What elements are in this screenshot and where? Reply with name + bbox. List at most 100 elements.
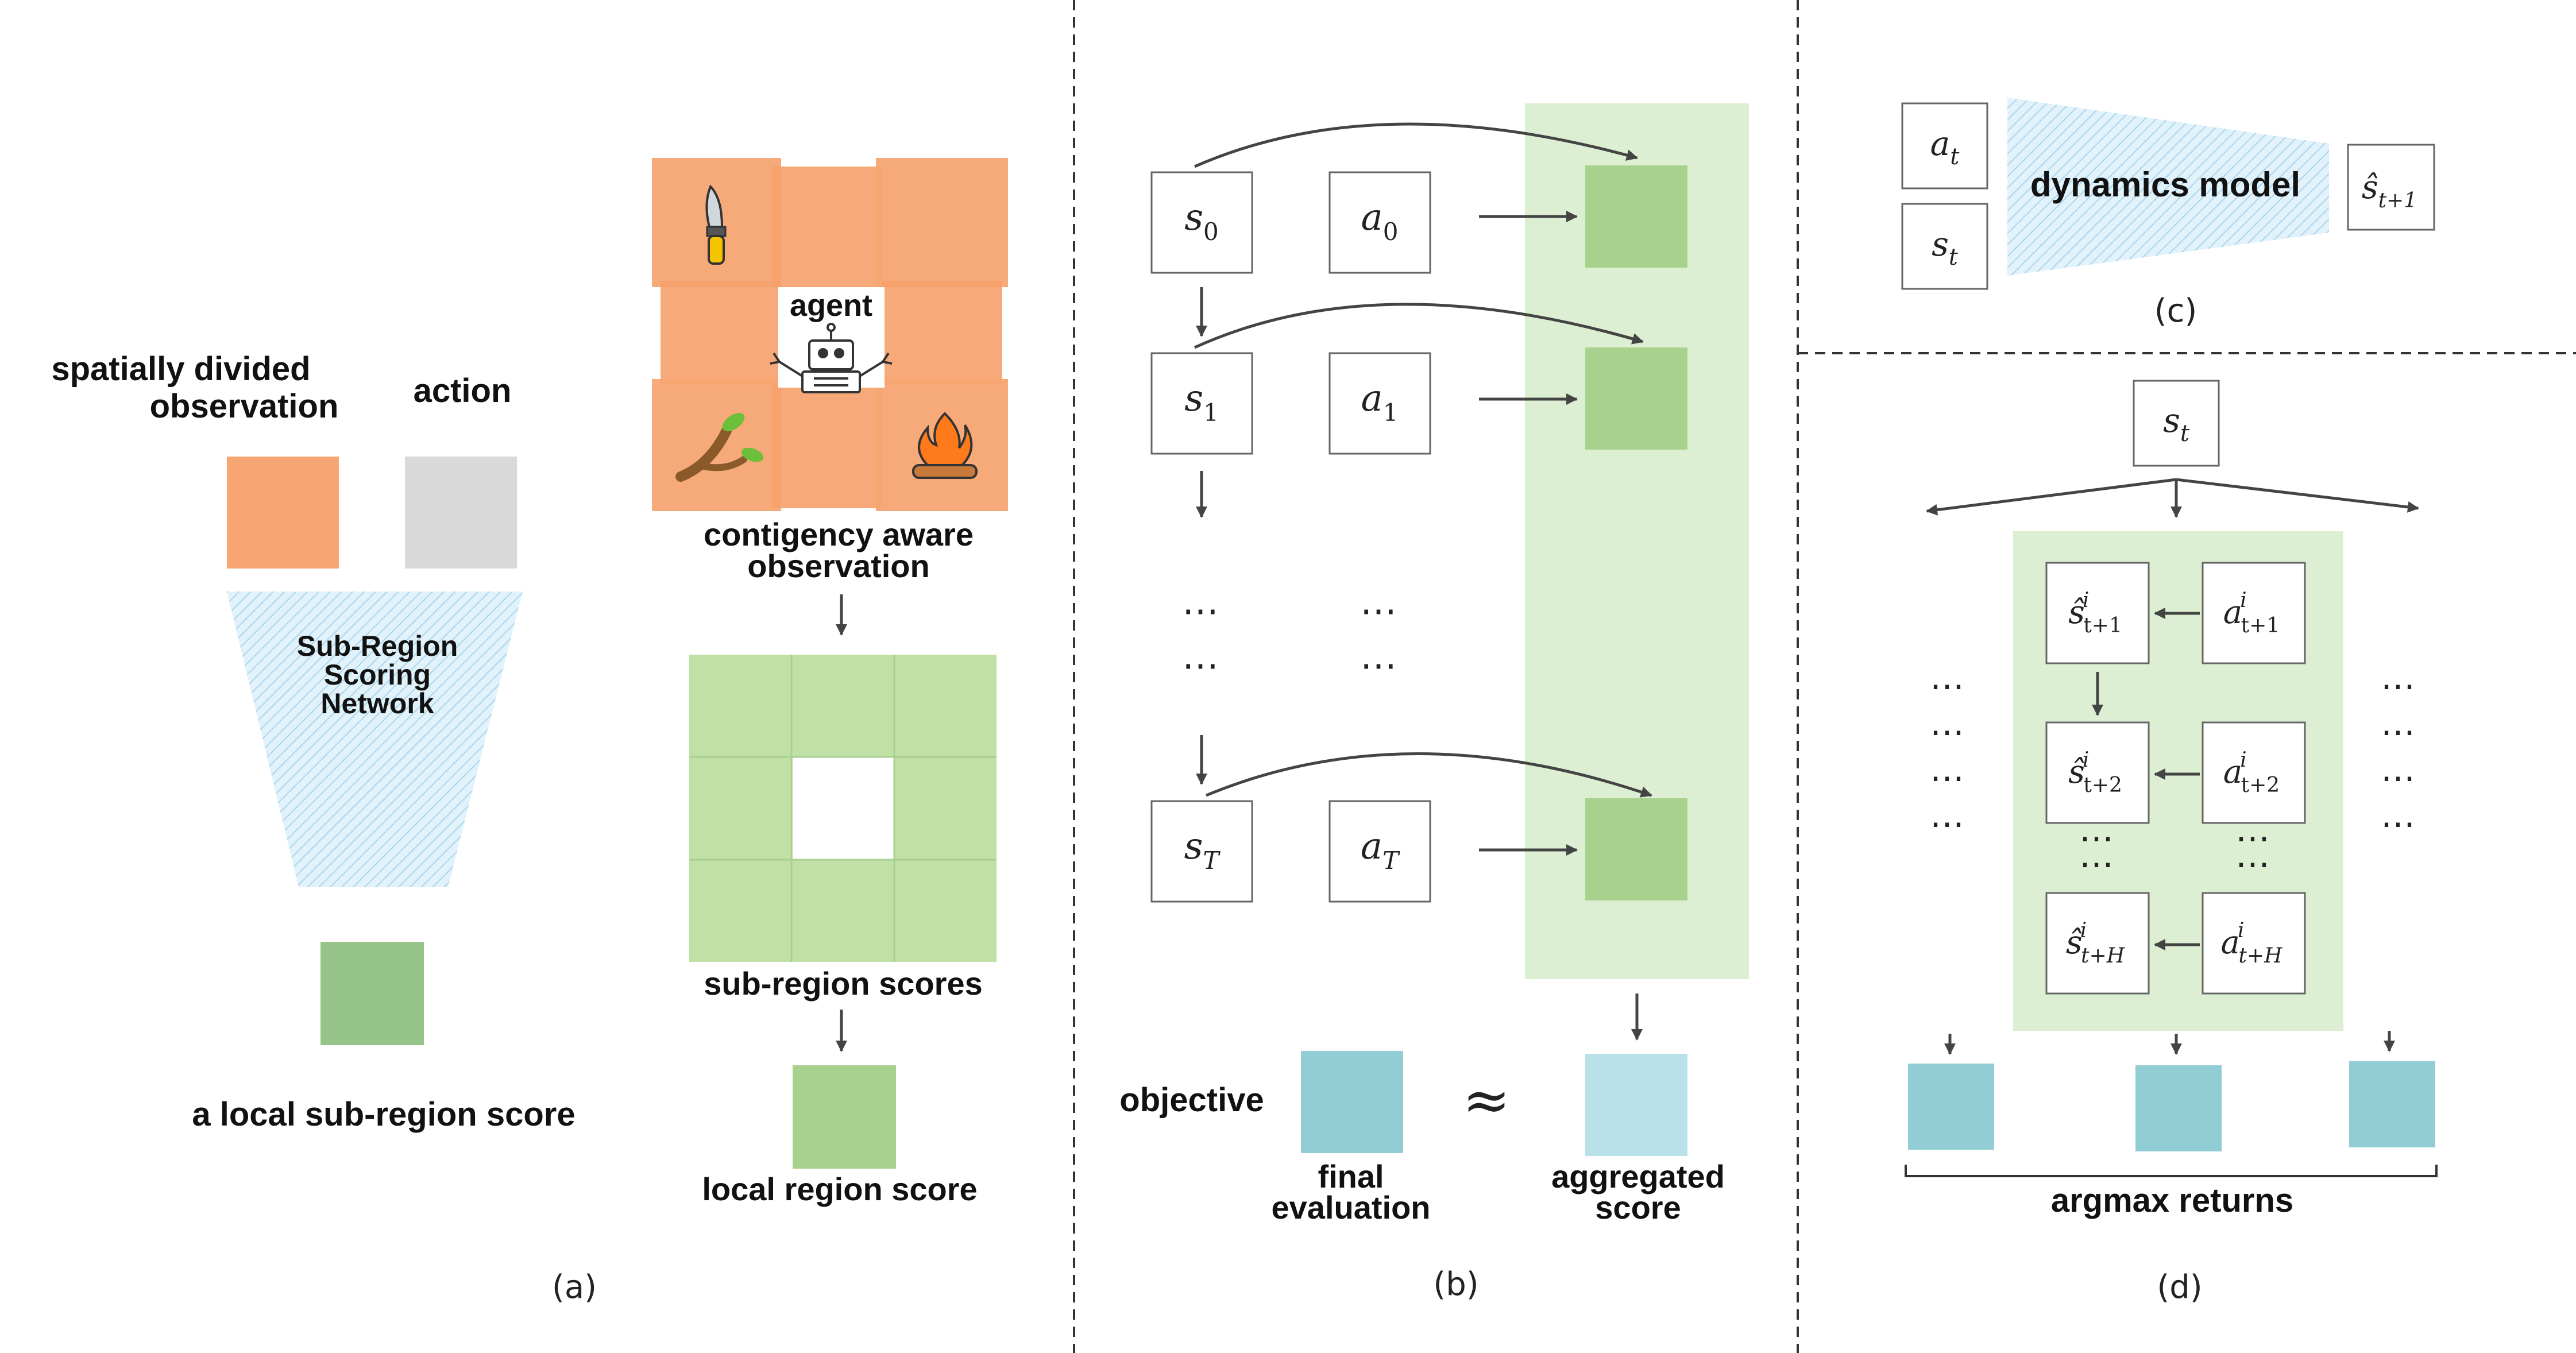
caption-c: (c) xyxy=(2154,292,2197,330)
input-state-label: st xyxy=(1932,225,1959,270)
action-label-0: a0 xyxy=(1361,196,1399,246)
panel-b: s0 a0 s1 a1 ⋯ ⋯ ⋯ ⋯ sT aT objective xyxy=(1119,103,1749,1303)
local-region-label: local region score xyxy=(702,1171,977,1207)
score-square-T xyxy=(1585,798,1687,900)
objective-label: objective xyxy=(1119,1081,1264,1119)
dynamics-model-trapezoid xyxy=(2007,98,2329,276)
panel-c: at st dynamics model ŝt+1 (c) xyxy=(1901,98,2435,330)
score-square-0 xyxy=(1585,165,1687,268)
rollout-state-box-2 xyxy=(2045,721,2150,824)
action-box-T xyxy=(1328,800,1431,903)
knife-icon xyxy=(705,184,727,265)
network-label-line2: Scoring xyxy=(324,659,431,691)
contingency-label-line2: observation xyxy=(747,548,929,584)
action-box-0 xyxy=(1328,171,1431,274)
return-square-right xyxy=(2349,1061,2435,1147)
return-square-center xyxy=(2135,1065,2222,1151)
argmax-label: argmax returns xyxy=(2051,1182,2293,1219)
root-state-label: st xyxy=(2163,401,2190,447)
argmax-bracket xyxy=(1905,1165,2438,1177)
action-label-T: aT xyxy=(1361,825,1400,875)
state-box-0 xyxy=(1150,171,1253,274)
right-ellipsis-1: ⋯ xyxy=(2381,666,2415,706)
final-evaluation-line2: evaluation xyxy=(1272,1189,1431,1226)
action-square xyxy=(405,457,517,569)
input-state-box xyxy=(1901,203,1988,290)
root-state-box xyxy=(2133,380,2220,467)
contingency-grid xyxy=(652,158,1008,511)
subregion-score-grid xyxy=(689,655,997,962)
local-score-label: a local sub-region score xyxy=(192,1096,575,1133)
state-label-0: s0 xyxy=(1184,196,1219,246)
score-square-1 xyxy=(1585,347,1687,450)
rollout-action-box-2 xyxy=(2202,721,2306,824)
observation-label-line1: spatially divided xyxy=(51,350,310,388)
left-ellipsis-4: ⋯ xyxy=(1930,804,1964,844)
right-ellipsis-2: ⋯ xyxy=(2381,712,2415,752)
branch-right-arrow xyxy=(2176,478,2419,513)
final-evaluation-square xyxy=(1301,1051,1403,1153)
state-label-1: s1 xyxy=(1184,377,1219,427)
network-label-line3: Network xyxy=(320,687,434,720)
rollout-ellipsis-action-1: ⋯ xyxy=(2235,818,2270,859)
branch-icon xyxy=(675,413,764,482)
action-label-1: a1 xyxy=(1361,377,1399,427)
dynamics-model-label: dynamics model xyxy=(2030,165,2300,204)
aggregated-score-square xyxy=(1585,1054,1687,1156)
right-ellipsis-4: ⋯ xyxy=(2381,804,2415,844)
campfire-icon xyxy=(912,412,978,479)
return-square-left xyxy=(1908,1064,1994,1150)
observation-label-line2: observation xyxy=(150,388,339,425)
input-action-label: at xyxy=(1930,124,1960,170)
final-evaluation-line1: final xyxy=(1318,1158,1384,1194)
subregion-scores-label: sub-region scores xyxy=(704,965,982,1002)
contingency-label-line1: contigency aware xyxy=(704,516,974,552)
network-label-line1: Sub-Region xyxy=(297,630,458,662)
caption-a: (a) xyxy=(552,1269,597,1306)
output-state-label: ŝt+1 xyxy=(2362,169,2417,212)
state-label-T: sT xyxy=(1184,825,1221,875)
ellipsis-action-1: ⋯ xyxy=(1360,590,1397,632)
left-ellipsis-column: ⋯ ⋯ ⋯ ⋯ xyxy=(1930,666,1964,844)
output-state-box xyxy=(2347,144,2435,231)
right-ellipsis-3: ⋯ xyxy=(2381,758,2415,798)
local-region-square xyxy=(793,1065,896,1169)
state-box-T xyxy=(1150,800,1253,903)
observation-square xyxy=(227,457,339,569)
rollout-action-box-H xyxy=(2202,892,2306,995)
caption-b: (b) xyxy=(1433,1266,1478,1303)
ellipsis-state-2: ⋯ xyxy=(1182,644,1219,687)
scoring-network-trapezoid xyxy=(227,592,523,887)
action-box-1 xyxy=(1328,352,1431,455)
agent-label: agent xyxy=(790,288,872,323)
branch-left-arrow xyxy=(1926,478,2177,516)
rollout-action-box-1 xyxy=(2202,562,2306,664)
left-ellipsis-2: ⋯ xyxy=(1930,712,1964,752)
rollout-state-box-H xyxy=(2045,892,2150,995)
curve-arrow-T xyxy=(1206,752,1652,798)
caption-d: (d) xyxy=(2157,1269,2202,1306)
action-label: action xyxy=(414,372,512,409)
right-ellipsis-column: ⋯ ⋯ ⋯ ⋯ xyxy=(2381,666,2415,844)
ellipsis-state-1: ⋯ xyxy=(1182,590,1219,632)
input-action-box xyxy=(1901,102,1988,190)
left-ellipsis-3: ⋯ xyxy=(1930,758,1964,798)
aggregated-score-line1: aggregated xyxy=(1551,1158,1725,1194)
local-score-square xyxy=(320,942,424,1045)
ellipsis-action-2: ⋯ xyxy=(1360,644,1397,687)
state-box-1 xyxy=(1150,352,1253,455)
rollout-ellipsis-state-2: ⋯ xyxy=(2079,844,2114,884)
rollout-state-box-1 xyxy=(2045,562,2150,664)
curve-arrow-1 xyxy=(1194,303,1644,349)
rollout-ellipsis-state-1: ⋯ xyxy=(2079,818,2114,859)
curve-arrow-0 xyxy=(1194,122,1638,168)
left-ellipsis-1: ⋯ xyxy=(1930,666,1964,706)
